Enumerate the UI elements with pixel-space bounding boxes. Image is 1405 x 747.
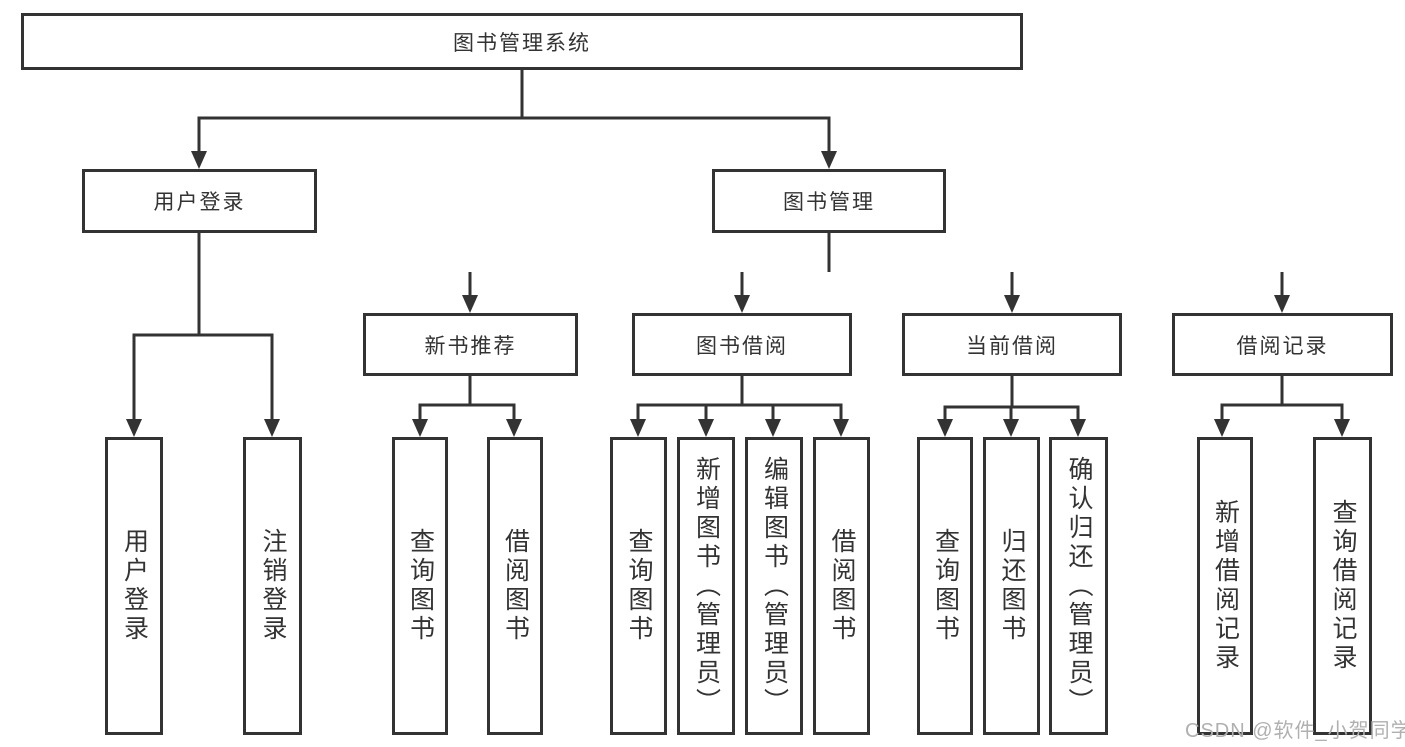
node-leaf-bb-add-books-admin: 新增图书（管理员） — [677, 437, 735, 735]
node-leaf-bb-query-books: 查询图书 — [610, 437, 667, 735]
node-leaf-cb-confirm-return-admin: 确认归还（管理员） — [1049, 437, 1108, 735]
node-current-borrow: 当前借阅 — [902, 313, 1122, 376]
node-library-system: 图书管理系统 — [21, 13, 1023, 70]
node-leaf-nb-query-books: 查询图书 — [392, 437, 448, 735]
node-leaf-cb-query-books: 查询图书 — [917, 437, 973, 735]
node-leaf-bb-borrow-books: 借阅图书 — [813, 437, 870, 735]
node-book-borrow: 图书借阅 — [632, 313, 852, 376]
node-leaf-nb-borrow-books: 借阅图书 — [487, 437, 543, 735]
node-leaf-user-login: 用户登录 — [105, 437, 163, 735]
node-leaf-rec-query-record: 查询借阅记录 — [1313, 437, 1372, 735]
node-leaf-cb-return-books: 归还图书 — [983, 437, 1040, 735]
node-user-login: 用户登录 — [82, 169, 317, 233]
node-borrow-records: 借阅记录 — [1172, 313, 1393, 376]
node-leaf-bb-edit-books-admin: 编辑图书（管理员） — [745, 437, 803, 735]
node-leaf-logout: 注销登录 — [243, 437, 302, 735]
node-new-book-recommend: 新书推荐 — [363, 313, 578, 376]
node-book-management: 图书管理 — [712, 169, 946, 233]
watermark: CSDN @软件_小贺同学 — [1185, 720, 1405, 742]
node-leaf-rec-add-record: 新增借阅记录 — [1197, 437, 1253, 735]
